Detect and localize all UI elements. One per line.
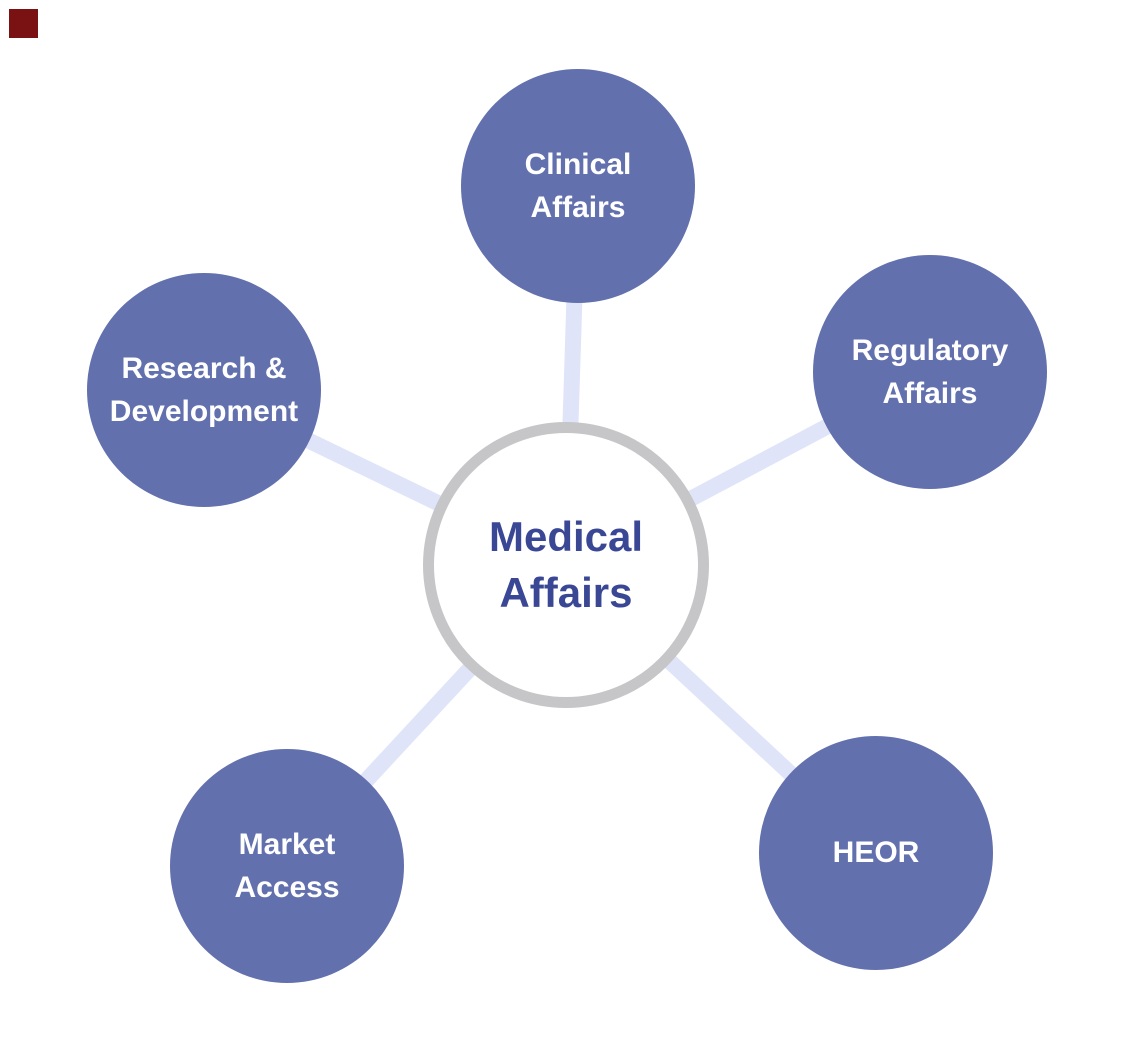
node-research-development: Research & Development: [87, 273, 321, 507]
node-research-development-label: Research & Development: [109, 351, 299, 429]
node-market-access-label: Market Access: [234, 827, 340, 905]
hub-node-medical-affairs: Medical Affairs: [423, 422, 709, 708]
node-market-access: Market Access: [170, 749, 404, 983]
corner-marker-square: [9, 9, 38, 38]
node-heor: HEOR: [759, 736, 993, 970]
node-clinical-affairs: Clinical Affairs: [461, 69, 695, 303]
node-heor-label: HEOR: [832, 836, 920, 870]
node-regulatory-affairs: Regulatory Affairs: [813, 255, 1047, 489]
node-clinical-affairs-label: Clinical Affairs: [524, 147, 632, 225]
hub-node-medical-affairs-label: Medical Affairs: [488, 512, 644, 616]
node-regulatory-affairs-label: Regulatory Affairs: [851, 333, 1009, 411]
